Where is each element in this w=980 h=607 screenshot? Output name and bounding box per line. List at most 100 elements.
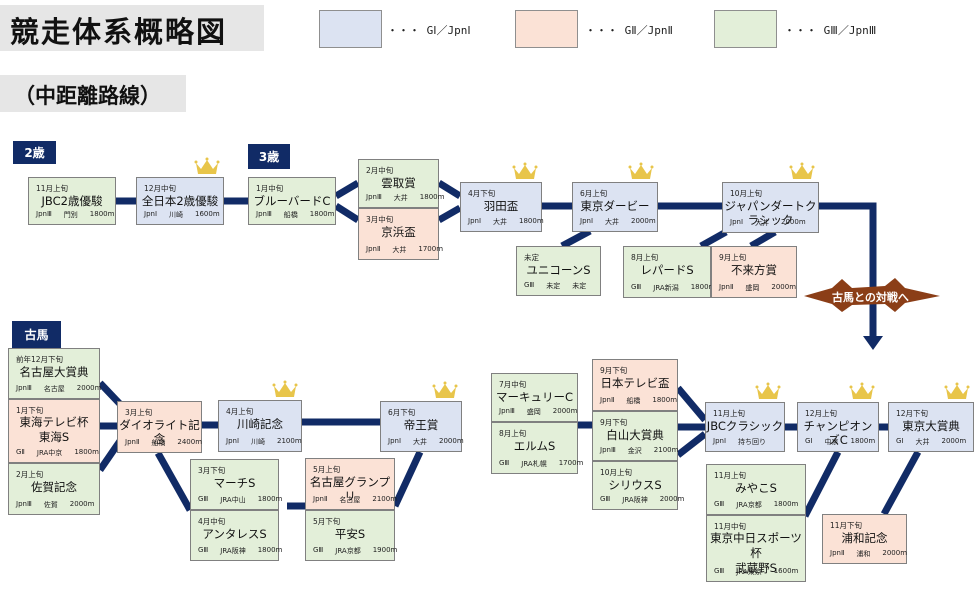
race-distance: 1800m	[309, 210, 335, 218]
race-venue: 持ち回り	[738, 438, 767, 446]
title-background	[0, 5, 264, 51]
race-date: 8月上旬	[499, 429, 527, 438]
race-distance: 2000m	[631, 217, 656, 225]
crown-icon	[849, 382, 875, 404]
race-distance: 1800m	[773, 500, 799, 508]
race-grade: GⅢ	[198, 495, 209, 503]
connector	[675, 385, 708, 423]
race-grade: JpnⅡ	[830, 549, 845, 557]
connector	[391, 450, 424, 508]
race-distance: 未定	[572, 282, 587, 290]
crown-icon	[512, 162, 538, 184]
race-date: 3月中旬	[366, 215, 394, 224]
race-venue: 大井	[915, 438, 930, 446]
race-distance: 1700m	[418, 245, 444, 253]
race-name: ユニコーンS	[526, 263, 591, 277]
race-venue: 船橋	[626, 397, 641, 405]
connector	[97, 439, 123, 472]
race-name: 全日本2歳優駿	[141, 194, 219, 208]
connector	[97, 380, 123, 407]
crown-icon	[944, 382, 970, 404]
race-distance: 2000m	[882, 549, 908, 557]
race-distance: 1800m	[257, 546, 283, 554]
race-distance: 1600m	[195, 210, 220, 218]
race-distance: 2100m	[372, 495, 398, 503]
race-venue: 大井	[605, 218, 620, 226]
race-grade: GⅢ	[631, 283, 642, 291]
race-venue: 船橋	[151, 439, 166, 447]
connector	[880, 450, 922, 516]
race-date: 12月下旬	[896, 409, 929, 418]
race-venue: 未定	[546, 282, 561, 290]
race-distance: 2400m	[177, 438, 203, 446]
race-name: 平安S	[334, 527, 366, 541]
race-date: 前年12月下旬	[16, 355, 64, 364]
race-date: 11月上旬	[36, 184, 69, 193]
race-grade: JpnⅡ	[313, 495, 328, 503]
race-venue: 川崎	[169, 211, 184, 219]
race-distance: 1600m	[773, 567, 799, 575]
race-date: 6月下旬	[388, 408, 416, 417]
race-venue: JRA札幌	[521, 460, 547, 468]
race-name: 不来方賞	[731, 263, 777, 277]
race-distance: 2000m	[552, 407, 578, 415]
race-grade: JpnⅢ	[600, 446, 616, 454]
race-date: 10月上旬	[730, 189, 763, 198]
race-venue: JRA京都	[736, 501, 762, 509]
crown-icon	[755, 382, 781, 404]
race-grade: GⅡ	[16, 448, 25, 456]
race-date: 11月上旬	[713, 409, 746, 418]
race-date: 8月上旬	[631, 253, 659, 262]
race-grade: JpnⅡ	[719, 283, 734, 291]
race-date: 9月下旬	[600, 366, 628, 375]
race-distance: 1800m	[74, 448, 99, 456]
age-badge-2yo: 2歳	[13, 141, 56, 164]
race-venue: JRA京都	[335, 547, 361, 555]
race-name: 白山大賞典	[606, 428, 664, 442]
race-date: 2月上旬	[16, 470, 44, 479]
race-name: 東京ダービー	[580, 199, 650, 213]
race-name: 東京中日スポーツ杯 武蔵野S	[710, 531, 802, 575]
race-grade: GⅠ	[896, 437, 904, 445]
race-date: 11月上旬	[714, 471, 747, 480]
race-grade: JpnⅢ	[499, 407, 515, 415]
race-date: 4月下旬	[468, 189, 496, 198]
crown-icon	[272, 380, 298, 402]
race-distance: 1800m	[690, 283, 716, 291]
race-name: レパードS	[640, 263, 694, 277]
race-venue: 金沢	[627, 447, 642, 455]
race-distance: 2000m	[69, 500, 95, 508]
race-venue: 浦和	[856, 550, 871, 558]
race-distance: 1800m	[89, 210, 115, 218]
race-name: 東海テレビ杯 東海S	[19, 415, 89, 444]
race-grade: GⅢ	[198, 546, 209, 554]
race-grade: GⅢ	[313, 546, 324, 554]
race-name: 浦和記念	[841, 531, 888, 545]
legend-swatch-g1	[319, 10, 382, 48]
race-name: 川崎記念	[237, 417, 283, 431]
race-date: 12月中旬	[144, 184, 177, 193]
legend-label-g3: ・・・ GⅢ／JpnⅢ	[784, 24, 877, 37]
